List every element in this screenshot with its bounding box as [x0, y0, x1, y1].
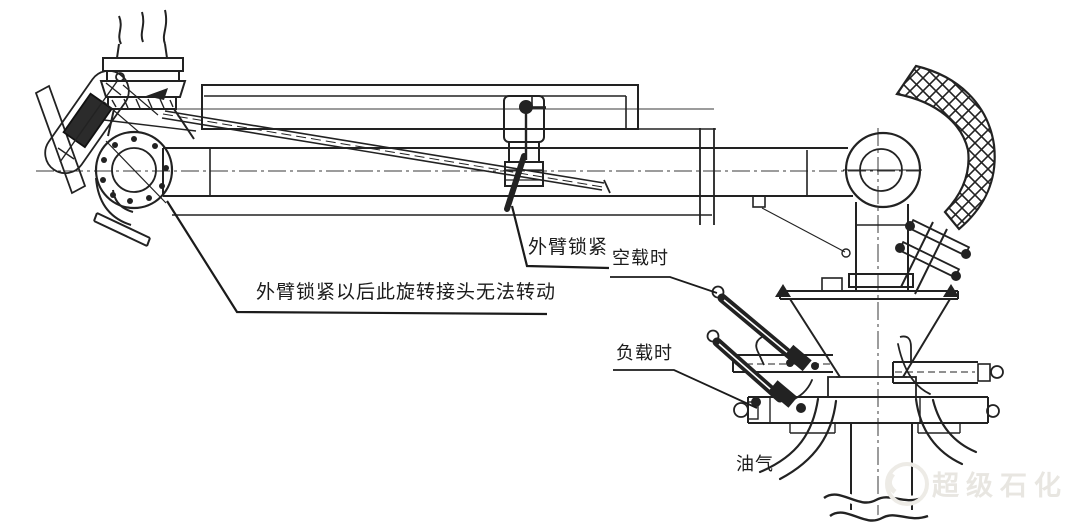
watermark-text: 超级石化: [932, 471, 1068, 501]
riser-pipe-bottom: [821, 423, 930, 525]
unloaded-leader: [610, 276, 718, 294]
counterweight-beam: [201, 84, 716, 130]
vapor-hood-funnel: [775, 277, 959, 398]
label-unloaded: 空载时: [612, 248, 669, 268]
lock-pin: [504, 153, 527, 212]
swivel-note-leader: [166, 200, 548, 316]
outer-arm-pipe: [162, 128, 853, 225]
label-loaded: 负载时: [616, 343, 673, 363]
leader-lines: [166, 200, 758, 409]
hook-left: [755, 336, 765, 366]
centerlines: [36, 108, 920, 524]
elbow-swivel: [752, 131, 922, 290]
pipe-break-marks: [699, 128, 715, 225]
watermark-logo-icon: [885, 462, 929, 506]
base-flange: [732, 335, 1004, 434]
lock-lever-unloaded: [711, 285, 812, 372]
label-swivel-lock-note: 外臂锁紧以后此旋转接头无法转动: [256, 282, 557, 303]
swivel-flange: [94, 130, 174, 210]
outer-arm-lock-leader: [510, 205, 610, 270]
swivel-elbow-tail: [93, 177, 151, 247]
tie-rod: [161, 110, 611, 194]
spring-balancer: [34, 69, 159, 195]
fitting-link-line: [761, 207, 846, 253]
break-wave-upper: [823, 493, 923, 504]
hose-flange-pair: [895, 218, 971, 281]
inlet-riser: [99, 9, 197, 140]
pipe-fitting: [752, 195, 766, 208]
vapor-flow-lines: [758, 343, 978, 481]
arm-lock-latch: [503, 95, 546, 212]
flex-hose: [895, 64, 996, 295]
hook-right: [899, 335, 912, 363]
label-oil-vapor: 油气: [736, 454, 774, 474]
loaded-leader: [613, 369, 758, 409]
break-wave-lower: [829, 511, 929, 522]
label-outer-arm-lock: 外臂锁紧: [528, 237, 609, 258]
